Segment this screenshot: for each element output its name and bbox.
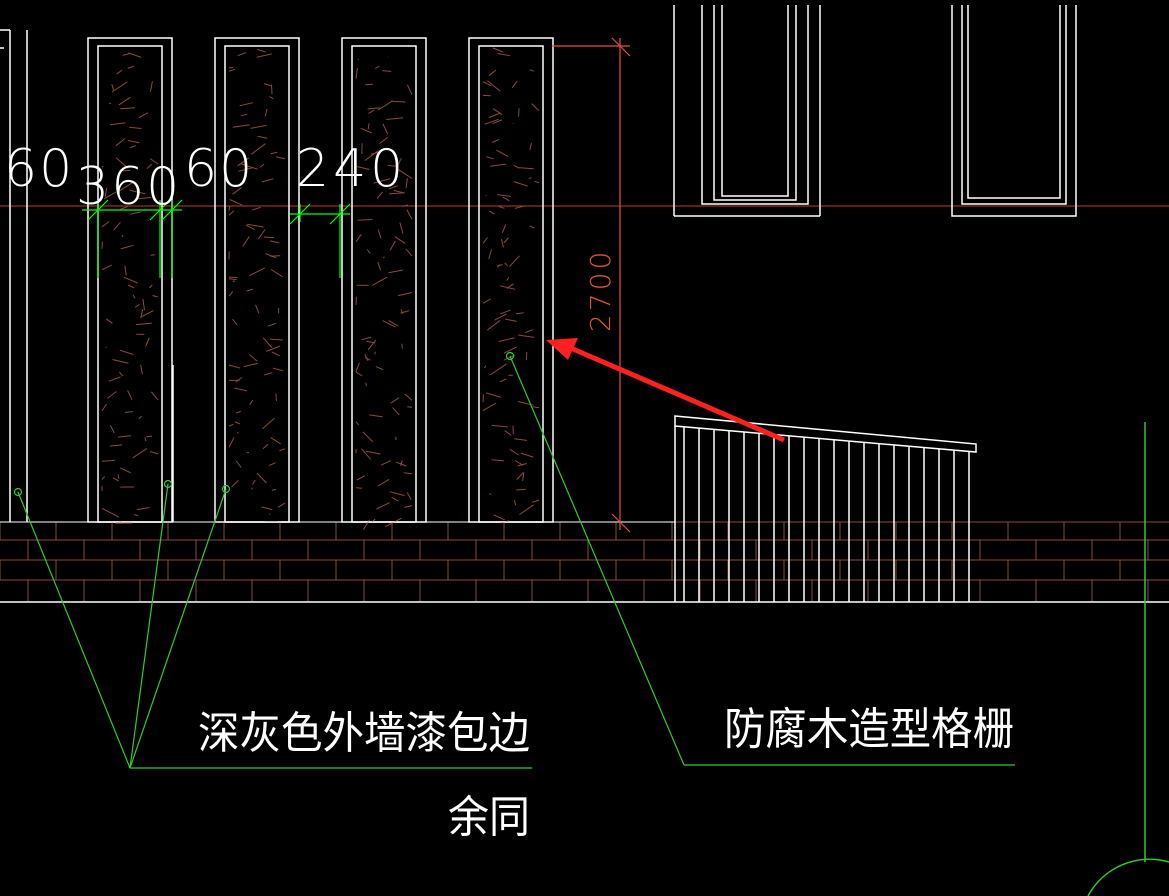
leader-dots xyxy=(13,351,515,497)
stone-hatch xyxy=(228,48,286,523)
paint-label: 深灰色外墙漆包边 xyxy=(198,708,530,759)
stone-hatch xyxy=(482,47,540,524)
circle-marker-icon xyxy=(163,479,173,489)
circle-marker-icon xyxy=(13,487,23,497)
grille-label: 防腐木造型格栅 xyxy=(724,704,1014,755)
wood-grille-pillars xyxy=(87,37,554,530)
slanted-railing xyxy=(674,415,977,602)
red-arrow-icon xyxy=(546,338,785,443)
left-wall-edge xyxy=(0,29,28,522)
leader-lines xyxy=(17,355,1015,769)
brick-base-hatch xyxy=(0,521,1169,603)
pillar-1 xyxy=(87,37,173,524)
circle-marker-icon xyxy=(505,351,515,361)
dimension-240: 240 xyxy=(296,139,407,199)
dimension-2700 xyxy=(552,37,631,533)
dimension-60-mid: 60 xyxy=(184,139,254,199)
stone-hatch xyxy=(101,52,159,524)
same-label: 余同 xyxy=(448,792,530,843)
green-arc xyxy=(1087,858,1169,896)
upper-window-frames xyxy=(673,5,1077,217)
stone-hatch xyxy=(355,56,413,530)
pillar-4 xyxy=(468,37,554,524)
dimension-60-left: 60 xyxy=(4,139,74,199)
green-dimension-lines xyxy=(82,199,351,278)
pillar-3 xyxy=(341,37,427,530)
pillar-2 xyxy=(214,37,300,523)
dimension-2700-text: 2700 xyxy=(584,249,617,332)
dimension-360: 360 xyxy=(76,157,181,217)
circle-marker-icon xyxy=(221,484,231,494)
